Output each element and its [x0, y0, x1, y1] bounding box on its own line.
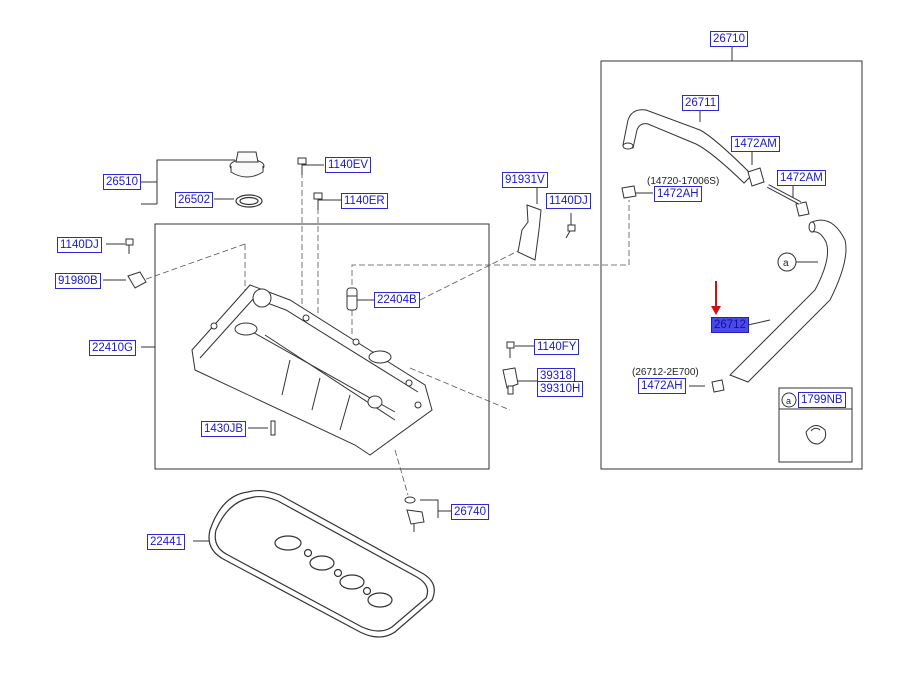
part-label-26502[interactable]: 26502	[175, 192, 213, 208]
rocker-cover-22410g	[191, 284, 433, 456]
part-label-1430jb[interactable]: 1430JB	[201, 421, 247, 437]
part-label-1472am-upper[interactable]: 1472AM	[731, 136, 780, 152]
cover-gasket-22441	[208, 489, 435, 638]
part-label-1472ah-lower[interactable]: 1472AH	[638, 378, 686, 394]
callout-a: a	[783, 258, 789, 269]
ref-14720-17006s: (14720-17006S)	[647, 176, 720, 187]
bolt-1140ev	[297, 157, 307, 175]
part-label-26510[interactable]: 26510	[103, 174, 141, 190]
part-label-22410g[interactable]: 22410G	[89, 340, 136, 356]
bolt-1140fy	[506, 341, 515, 358]
part-label-1799nb[interactable]: 1799NB	[798, 392, 846, 408]
oil-sensor-26740	[404, 496, 425, 532]
breather-hose-26712	[729, 219, 847, 383]
part-label-26711[interactable]: 26711	[682, 95, 720, 111]
part-label-22404b[interactable]: 22404B	[374, 292, 420, 308]
bracket-91931v	[517, 204, 542, 261]
ref-26712-2e700: (26712-2E700)	[632, 367, 699, 378]
part-label-1472am-right[interactable]: 1472AM	[777, 170, 826, 186]
part-label-26710[interactable]: 26710	[710, 31, 748, 47]
hose-clamp-bottom	[711, 379, 725, 393]
part-label-26740[interactable]: 26740	[451, 504, 489, 520]
highlight-arrow	[711, 281, 721, 315]
hose-clamp-upper	[747, 167, 765, 187]
pcv-valve	[346, 287, 358, 311]
filler-cap-gasket	[235, 194, 263, 208]
part-label-1140dj-right[interactable]: 1140DJ	[546, 193, 591, 209]
part-label-91931v[interactable]: 91931V	[502, 172, 548, 188]
part-label-1140dj-left[interactable]: 1140DJ	[57, 237, 102, 253]
dowel-pin-1430jb	[270, 420, 276, 436]
part-label-1140ev[interactable]: 1140EV	[325, 157, 372, 173]
cam-position-sensor	[502, 367, 519, 395]
breather-hose-26711	[622, 109, 753, 184]
bolt-1140dj-left	[125, 238, 134, 254]
callout-a-inset-circle	[781, 392, 797, 408]
part-label-91980b[interactable]: 91980B	[55, 273, 101, 289]
part-label-22441[interactable]: 22441	[147, 534, 185, 550]
part-label-1140er[interactable]: 1140ER	[341, 193, 388, 209]
wire-clip-91980b	[127, 271, 147, 289]
part-label-39310h[interactable]: 39310H	[537, 381, 584, 397]
clamp-inset-box	[778, 387, 853, 463]
part-label-1472ah-upper[interactable]: 1472AH	[654, 186, 702, 202]
oil-filler-cap	[229, 151, 265, 178]
part-label-1140fy[interactable]: 1140FY	[534, 339, 580, 355]
bolt-1140er	[313, 192, 323, 210]
bolt-1140dj-right	[565, 224, 576, 239]
hose-clamp-mid	[795, 201, 810, 217]
clamp-1799nb	[805, 425, 827, 445]
hose-clamp-left	[621, 185, 637, 199]
callout-a-circle	[777, 252, 797, 272]
callout-a-inset: a	[786, 396, 791, 406]
part-label-26712[interactable]: 26712	[711, 317, 749, 333]
